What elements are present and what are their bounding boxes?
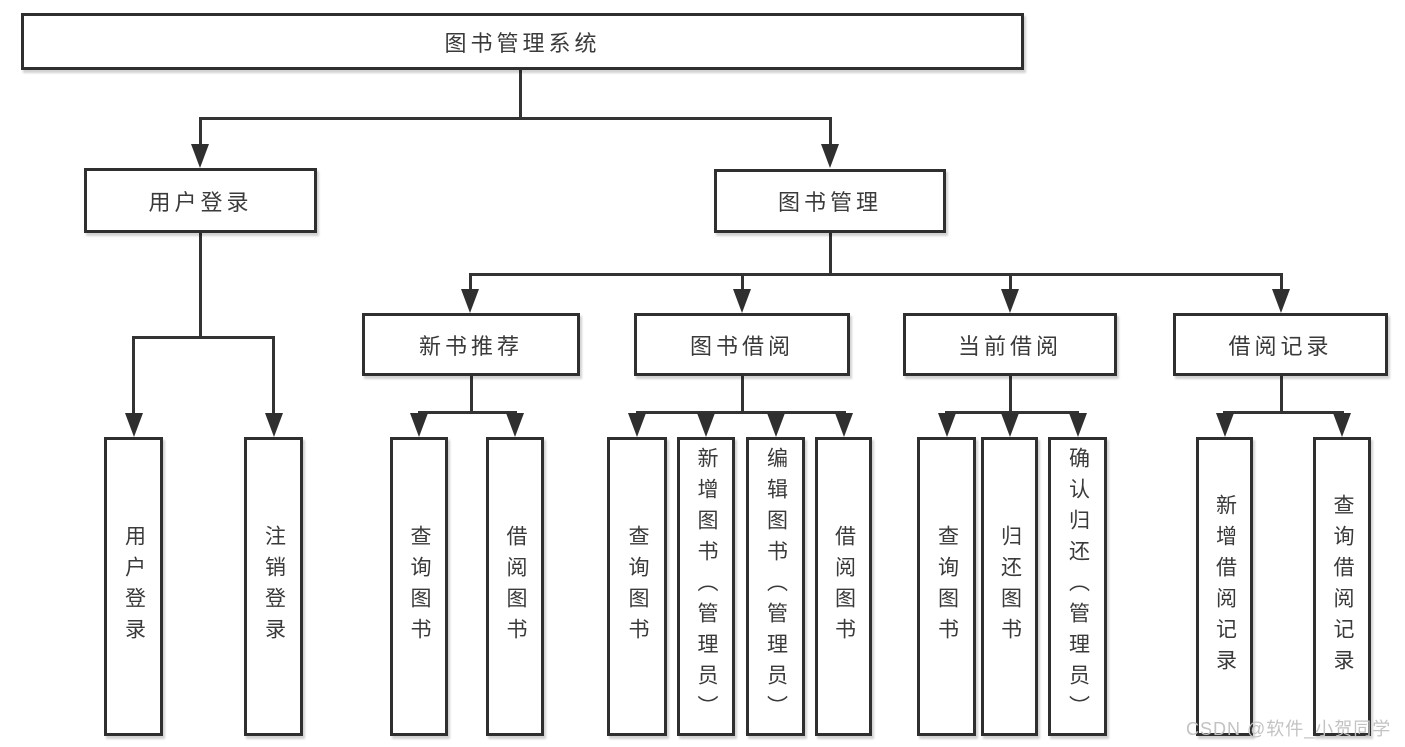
node-label: 注销登录: [262, 524, 286, 649]
leaf-user-login: 用户登录: [104, 437, 163, 736]
node-user-login: 用户登录: [84, 168, 317, 233]
connector-vline: [132, 336, 135, 431]
leaf-newbook-query-books: 查询图书: [390, 437, 448, 736]
node-root-library-system: 图书管理系统: [21, 13, 1024, 70]
connector-vline: [198, 233, 202, 336]
connector-arrowhead: [1068, 413, 1087, 437]
connector-arrowhead: [124, 413, 143, 437]
node-label: 新增图书（管理员）: [695, 447, 718, 726]
node-current-borrowing: 当前借阅: [903, 313, 1117, 376]
leaf-current-query-books: 查询图书: [917, 437, 976, 736]
connector-arrowhead: [506, 413, 524, 437]
node-book-management: 图书管理: [714, 169, 946, 233]
node-label: 图书管理: [777, 190, 882, 215]
leaf-borrowing-edit-book-admin: 编辑图书（管理员）: [746, 437, 805, 736]
connector-arrowhead: [821, 144, 839, 168]
leaf-logout: 注销登录: [244, 437, 303, 736]
connector-arrowhead: [1001, 289, 1019, 313]
node-label: 确认归还（管理员）: [1066, 447, 1090, 726]
node-label: 查询借阅记录: [1331, 493, 1354, 680]
connector-vline: [1279, 376, 1283, 411]
connector-hline: [132, 336, 275, 339]
connector-arrowhead: [410, 413, 428, 437]
connector-arrowhead: [1333, 413, 1351, 437]
node-label: 编辑图书（管理员）: [764, 447, 788, 726]
leaf-current-return-books: 归还图书: [981, 437, 1038, 736]
node-label: 借阅图书: [832, 524, 856, 649]
node-label: 用户登录: [122, 524, 146, 649]
connector-arrowhead: [766, 413, 785, 437]
leaf-borrowing-borrow-books: 借阅图书: [815, 437, 872, 736]
connector-hline: [198, 117, 832, 120]
connector-arrowhead: [264, 413, 283, 437]
connector-vline: [740, 376, 744, 411]
node-label: 查询图书: [408, 524, 431, 649]
node-label: 借阅记录: [1228, 333, 1333, 359]
node-label: 新增借阅记录: [1213, 493, 1237, 680]
leaf-newbook-borrow-books: 借阅图书: [486, 437, 544, 736]
leaf-borrowing-query-books: 查询图书: [607, 437, 667, 736]
leaf-records-add-record: 新增借阅记录: [1196, 437, 1253, 736]
node-label: 图书管理系统: [444, 30, 601, 56]
leaf-records-query-record: 查询借阅记录: [1313, 437, 1371, 736]
connector-vline: [198, 117, 202, 162]
csdn-watermark: CSDN @软件_小贺同学: [1186, 719, 1392, 739]
connector-vline: [1008, 376, 1012, 411]
node-borrowing-records: 借阅记录: [1173, 313, 1388, 376]
leaf-current-confirm-return-admin: 确认归还（管理员）: [1048, 437, 1107, 736]
connector-arrowhead: [834, 413, 853, 437]
connector-arrowhead: [191, 144, 209, 168]
connector-hline: [468, 273, 1283, 276]
node-label: 当前借阅: [957, 333, 1062, 359]
connector-vline: [469, 376, 473, 411]
connector-arrowhead: [1215, 413, 1234, 437]
connector-hline: [635, 411, 846, 414]
node-label: 查询图书: [626, 524, 649, 649]
node-label: 查询图书: [935, 524, 959, 649]
connector-arrowhead: [1272, 289, 1290, 313]
connector-arrowhead: [733, 289, 751, 313]
node-label: 图书借阅: [689, 333, 794, 359]
node-label: 新书推荐: [418, 333, 523, 359]
connector-vline: [272, 336, 275, 431]
connector-arrowhead: [461, 289, 479, 313]
connector-arrowhead: [628, 413, 646, 437]
connector-arrowhead: [937, 413, 956, 437]
connector-arrowhead: [697, 413, 715, 437]
connector-hline: [417, 411, 517, 414]
node-book-borrowing: 图书借阅: [634, 313, 850, 376]
node-label: 归还图书: [998, 524, 1022, 649]
connector-hline: [1223, 411, 1343, 414]
connector-vline: [518, 70, 522, 117]
node-new-book-recommend: 新书推荐: [362, 313, 580, 376]
connector-vline: [828, 117, 832, 162]
node-label: 用户登录: [148, 189, 253, 215]
node-label: 借阅图书: [504, 524, 527, 649]
leaf-borrowing-add-book-admin: 新增图书（管理员）: [677, 437, 735, 736]
connector-vline: [828, 233, 832, 273]
connector-hline: [945, 411, 1079, 414]
connector-arrowhead: [1000, 413, 1019, 437]
